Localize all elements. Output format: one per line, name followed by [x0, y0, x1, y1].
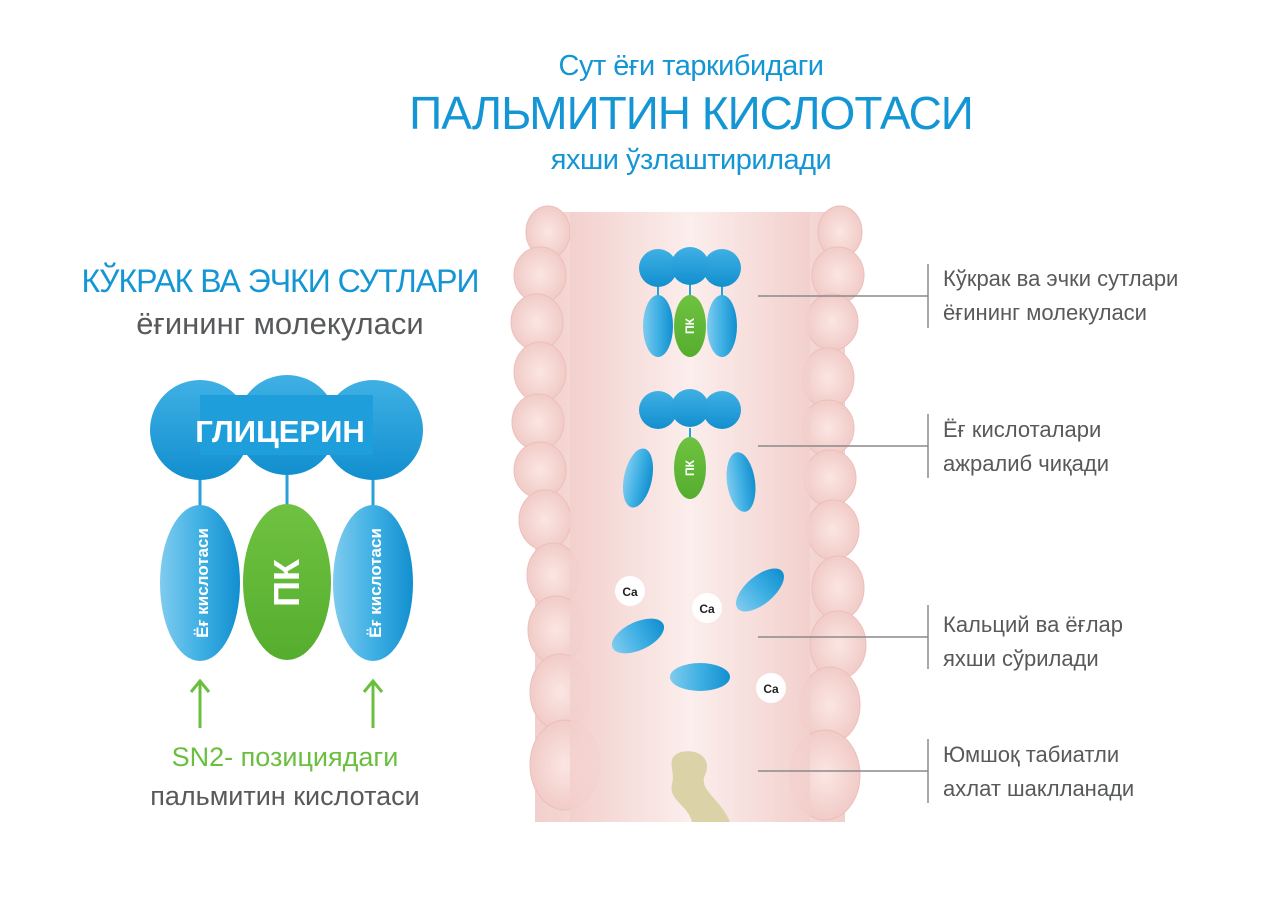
- pk-label-large: ПК: [266, 558, 307, 607]
- left-subheading: ёғининг молекуласи: [136, 306, 424, 341]
- calcium-label: Ca: [763, 682, 779, 696]
- arrow-up-icon: [189, 678, 211, 728]
- callout-2-line-2: ажралиб чиқади: [943, 451, 1109, 476]
- glycerol-label: ГЛИЦЕРИН: [195, 414, 365, 449]
- title-line-1: Сут ёғи таркибидаги: [558, 50, 824, 82]
- title-line-3: яхши ўзлаштирилади: [550, 144, 832, 176]
- free-fatty-acid: [611, 618, 665, 654]
- pk-label-small-2: ПК: [683, 459, 697, 476]
- callout-4-line-2: ахлат шаклланади: [943, 776, 1135, 801]
- callout-1-line-2: ёғининг молекуласи: [943, 300, 1147, 325]
- small-molecule-intact: [639, 247, 741, 357]
- fatty-acid-label-right: Ёғ кислотаси: [366, 528, 385, 638]
- calcium-ion: [615, 576, 645, 606]
- callout-leaders: [758, 264, 929, 803]
- fatty-acid-oval-right: [333, 505, 413, 661]
- calcium-ion: [692, 593, 722, 623]
- title-main: ПАЛЬМИТИН КИСЛОТАСИ: [409, 87, 974, 139]
- callout-3-line-2: яхши сўрилади: [943, 646, 1099, 671]
- calcium-ion: [756, 673, 786, 703]
- glycerol-bar: [200, 395, 373, 455]
- callout-2: Ёғ кислоталари ажралиб чиқади: [943, 413, 1273, 481]
- callout-1-line-1: Кўкрак ва эчки сутлари: [943, 266, 1179, 291]
- sn2-caption-line-2: пальмитин кислотаси: [150, 781, 420, 811]
- palmitic-acid-oval: [243, 504, 331, 660]
- arrow-up-icon: [362, 678, 384, 728]
- callout-3: Кальций ва ёғлар яхши сўрилади: [943, 608, 1273, 676]
- calcium-label: Ca: [622, 585, 638, 599]
- callout-3-line-1: Кальций ва ёғлар: [943, 612, 1123, 637]
- callout-1: Кўкрак ва эчки сутлари ёғининг молекулас…: [943, 262, 1273, 330]
- calcium-label: Ca: [699, 602, 715, 616]
- absorption-group: [611, 568, 786, 703]
- stool-shape: [671, 751, 730, 822]
- pk-label-small-1: ПК: [683, 317, 697, 334]
- small-molecule-split: [622, 389, 756, 512]
- callout-4: Юмшоқ табиатли ахлат шаклланади: [943, 738, 1273, 806]
- glycerol-molecule: [150, 375, 423, 508]
- fatty-acid-label-left: Ёғ кислотаси: [193, 528, 212, 638]
- callout-2-line-1: Ёғ кислоталари: [943, 417, 1102, 442]
- fatty-acid-oval-left: [160, 505, 240, 661]
- free-fatty-acid: [736, 568, 784, 612]
- sn2-caption-line-1: SN2- позициядаги: [171, 742, 399, 772]
- callout-4-line-1: Юмшоқ табиатли: [943, 742, 1120, 767]
- free-fatty-acid: [670, 663, 730, 691]
- left-heading: КЎКРАК ВА ЭЧКИ СУТЛАРИ: [81, 263, 480, 299]
